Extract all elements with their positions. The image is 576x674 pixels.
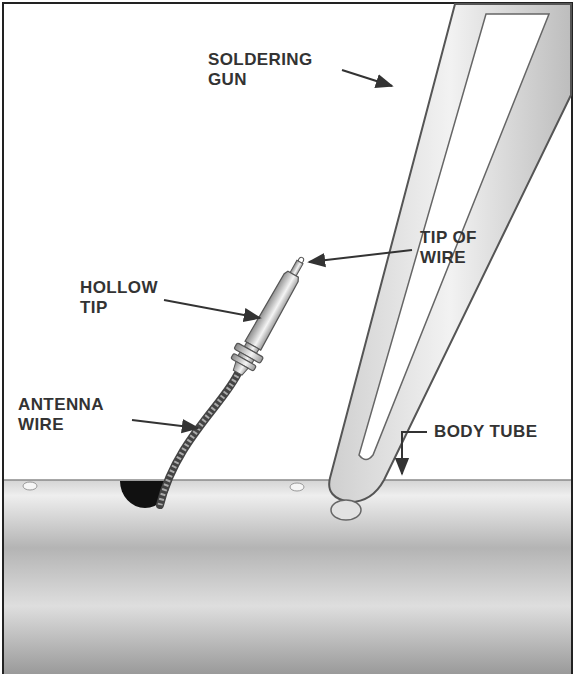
tube-hole xyxy=(290,483,304,491)
gun-slot xyxy=(359,14,549,460)
leader-arrow xyxy=(309,250,412,262)
part-label: TIP OF WIRE xyxy=(420,228,504,267)
tube-edge xyxy=(4,479,571,481)
hollow-tip xyxy=(225,250,316,380)
tube-hole xyxy=(23,482,37,490)
part-label: HOLLOW TIP xyxy=(80,278,176,317)
solder-tip xyxy=(331,500,361,520)
part-label: ANTENNA WIRE xyxy=(18,395,130,434)
body-tube xyxy=(4,480,571,674)
leader-arrow xyxy=(402,432,427,474)
part-label: BODY TUBE xyxy=(434,422,537,442)
leader-arrow xyxy=(164,300,260,318)
wire-braid xyxy=(160,371,239,505)
frame xyxy=(3,3,572,674)
antenna-wire xyxy=(160,371,239,505)
leader-arrow xyxy=(342,70,392,86)
part-label: SOLDERING GUN xyxy=(208,50,336,89)
leader-arrow xyxy=(132,420,198,428)
soldering-gun xyxy=(329,4,571,502)
